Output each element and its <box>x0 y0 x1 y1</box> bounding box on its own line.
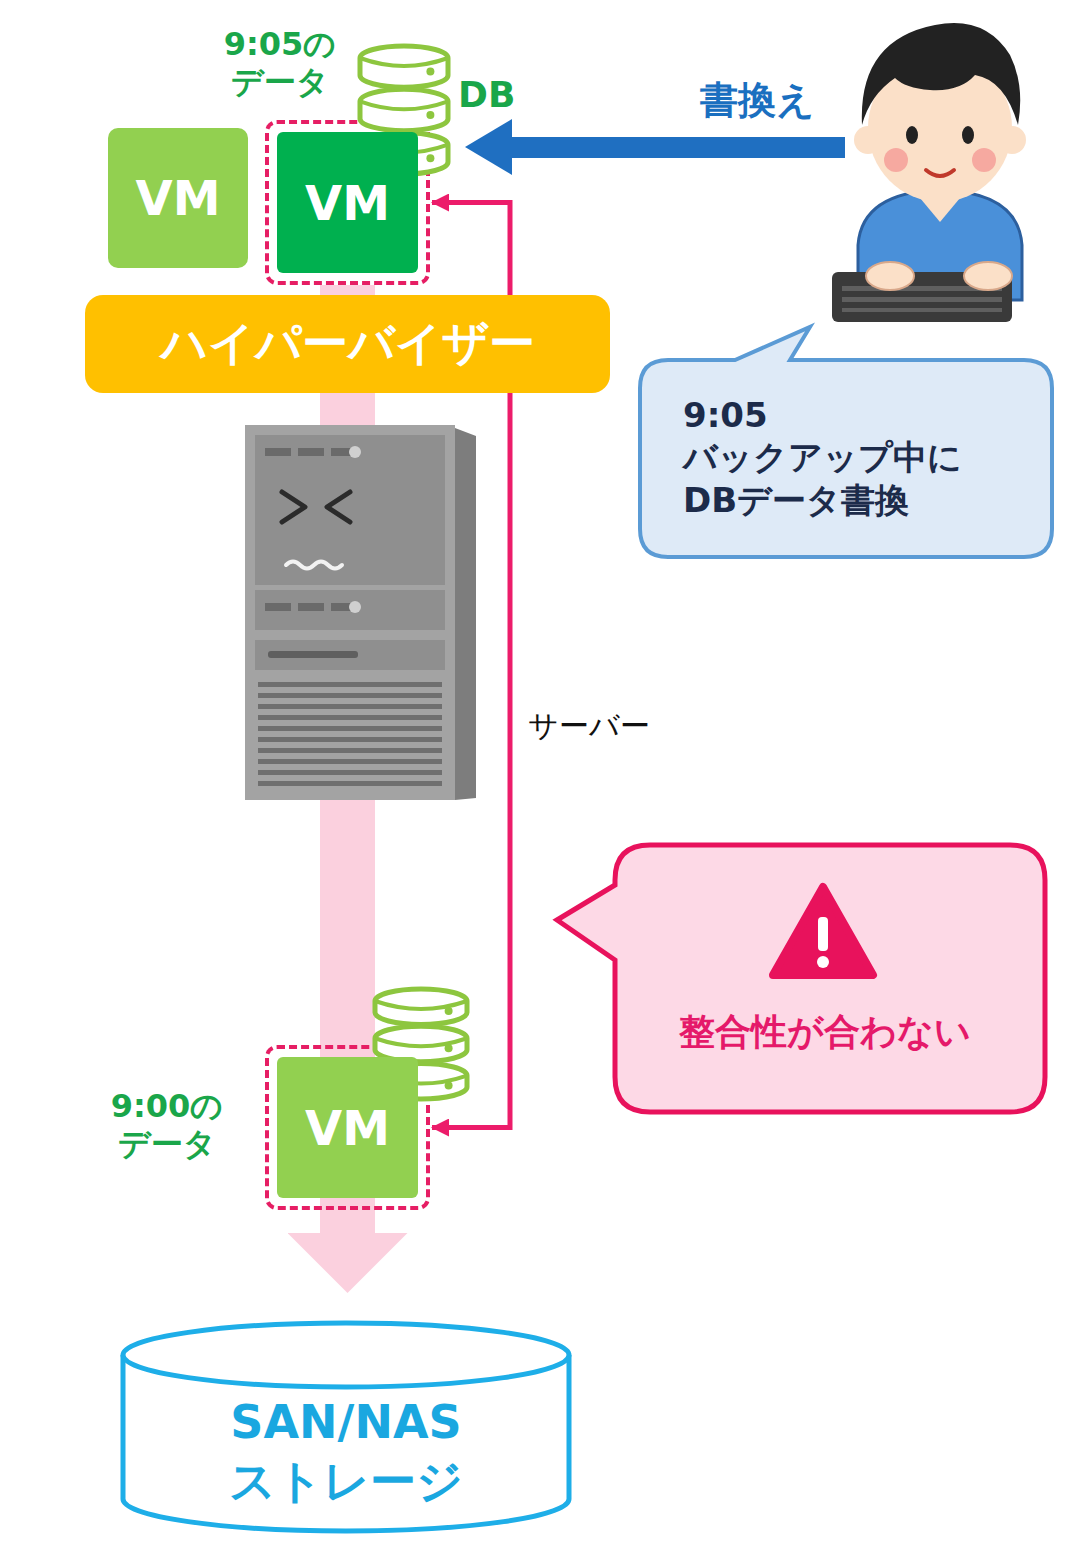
text-wrap: VM <box>305 173 390 233</box>
vm-box-text: VM <box>136 168 221 228</box>
db-led <box>426 68 434 76</box>
vm-box-text: VM <box>305 1098 390 1158</box>
db-disk-rim <box>375 1038 467 1046</box>
server-label: サーバー <box>528 708 688 743</box>
db-disk-rim <box>360 101 448 109</box>
server-illustration <box>245 425 476 800</box>
warning-callout-text: 整合性が合わない <box>679 1009 971 1054</box>
warning-icon <box>773 887 873 975</box>
db-disk <box>360 89 448 130</box>
warning-callout: 整合性が合わない <box>555 845 1045 1112</box>
person-illustration <box>832 23 1026 322</box>
db-led <box>426 154 434 162</box>
cylinder-top <box>123 1323 569 1387</box>
text-wrap: SAN/NAS ストレージ <box>196 1393 496 1511</box>
vm-box: VM <box>265 120 430 285</box>
data-time-label: 9:05の データ <box>205 26 355 102</box>
db-label: DB <box>458 74 538 116</box>
db-disk <box>375 989 467 1024</box>
action-label: 書換え <box>700 78 860 123</box>
data-time-label: 9:00の データ <box>92 1088 242 1164</box>
storage-cylinder: SAN/NAS ストレージ <box>118 1318 574 1536</box>
hypervisor-band: ハイパーバイザー <box>85 295 610 393</box>
db-led <box>445 1007 453 1015</box>
vm-box: VM <box>108 128 248 268</box>
bubble-outline <box>640 327 1052 557</box>
text-wrap: VM <box>136 168 221 228</box>
speech-bubble: 9:05 バックアップ中に DBデータ書換 <box>640 325 1052 557</box>
db-led <box>445 1082 453 1090</box>
storage-cylinder-text: SAN/NAS ストレージ <box>196 1393 496 1511</box>
speech-bubble-text: 9:05 バックアップ中に DBデータ書換 <box>683 394 1013 522</box>
rewrite-arrow <box>465 119 845 175</box>
db-disk-rim <box>360 58 448 66</box>
db-led <box>445 1044 453 1052</box>
db-disk <box>360 46 448 87</box>
db-disk-rim <box>375 1001 467 1009</box>
text-wrap: VM <box>305 1098 390 1158</box>
vm-box-text: VM <box>305 173 390 233</box>
vm-box: VM <box>265 1045 430 1210</box>
callout-outline <box>557 845 1045 1112</box>
text-wrap: 9:05 バックアップ中に DBデータ書換 <box>683 394 1013 522</box>
db-led <box>426 111 434 119</box>
text-wrap: ハイパーバイザー <box>161 315 535 373</box>
text-wrap: 整合性が合わない <box>679 1009 971 1054</box>
warning-callout-outline <box>555 845 1045 1112</box>
hypervisor-band-text: ハイパーバイザー <box>161 315 535 373</box>
